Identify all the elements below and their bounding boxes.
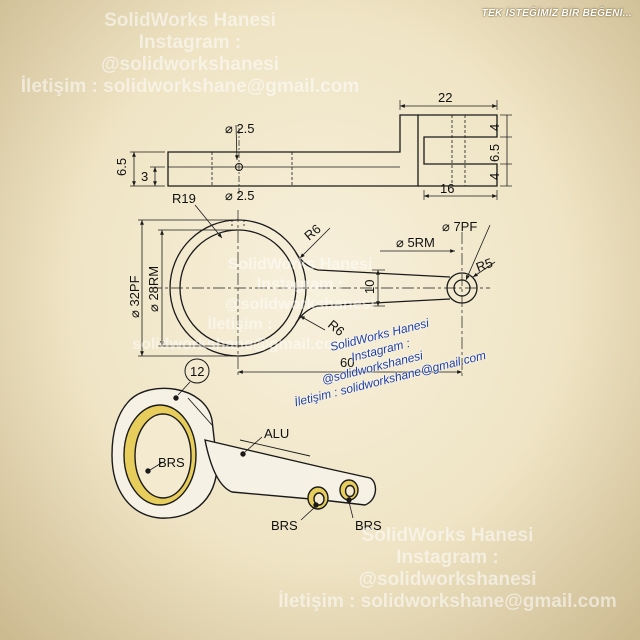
dim-10: 10 [362,280,377,294]
bronze-bushing-inner [134,413,192,499]
front-view [138,204,496,378]
dim-r6-top: R6 [301,221,323,243]
watermark-center: SolidWorks Hanesi Instagram : @solidwork… [132,256,375,353]
dim-32pf: ⌀ 32PF [127,275,142,318]
top-view-outline [167,114,419,187]
isometric-view [111,358,377,521]
dim-3: 3 [141,169,148,184]
dim-r19: R19 [172,191,196,206]
watermark-top: SolidWorks Hanesi Instagram : @solidwork… [20,10,360,97]
dim-16: 16 [440,181,454,196]
small-hole-top-view [234,162,244,172]
dim-28rm: ⌀ 28RM [146,266,161,312]
iso-arm [204,439,377,506]
dim-60: 60 [340,355,354,370]
callout-brs-pin-left: BRS [271,518,298,533]
top-view [130,100,512,200]
callout-brs-ring: BRS [158,455,185,470]
callout-brs-pin-right: BRS [355,518,382,533]
dim-hole-top: ⌀ 2.5 [225,121,255,136]
watermark-bottom: SolidWorks Hanesi Instagram : @solidwork… [278,525,617,612]
dim-4-top: 4 [487,124,502,131]
dim-4-bottom: 4 [487,173,502,180]
top-view-fork-outline [418,114,498,187]
item-balloon [184,358,210,384]
callout-alu: ALU [264,426,289,441]
item-number: 12 [190,364,204,379]
dim-bore-7pf: ⌀ 7PF [442,219,477,234]
dim-6-5-left: 6.5 [114,158,129,176]
dim-bore-5rm: ⌀ 5RM [396,235,435,250]
dim-hole-mid: ⌀ 2.5 [225,188,255,203]
dim-r5: R5 [474,255,495,275]
dim-6-5-right: 6.5 [487,144,502,162]
banner-text: TEK İSTEĞİMİZ BİR BEĞENİ... [481,8,632,19]
dim-22: 22 [438,90,452,105]
arm-outline [295,252,451,324]
